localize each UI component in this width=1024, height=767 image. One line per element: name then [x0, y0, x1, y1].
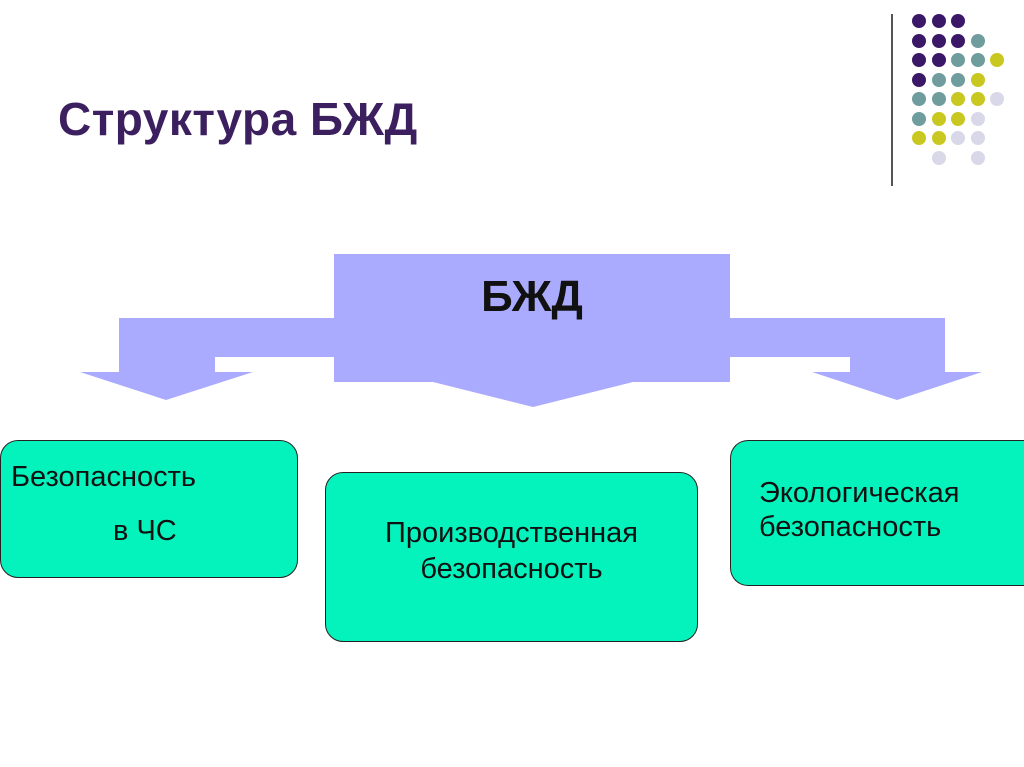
decorative-dot [970, 72, 985, 87]
branch-label-line1: Экологическая [759, 477, 960, 509]
decorative-dot [951, 53, 965, 67]
title-divider-line [891, 14, 893, 186]
decorative-dot [951, 131, 965, 145]
branch-label-line2: в ЧС [113, 515, 177, 547]
slide-title: Структура БЖД [58, 93, 418, 145]
decorative-dot [970, 111, 985, 126]
decorative-dot [931, 150, 946, 165]
decorative-dot [970, 92, 985, 106]
decorative-dot [912, 53, 926, 67]
decorative-dot [951, 92, 965, 106]
branch-label-line2: безопасность [759, 511, 942, 543]
decorative-dot [931, 92, 946, 106]
decorative-dot [970, 131, 985, 145]
decorative-dot [931, 14, 946, 28]
decorative-dot [912, 111, 926, 126]
decorative-dot [970, 53, 985, 67]
decorative-dot [990, 92, 1004, 106]
decorative-dot [951, 33, 965, 48]
decorative-dot [970, 33, 985, 48]
decorative-dot [951, 14, 965, 28]
decorative-dot [931, 33, 946, 48]
branch-label-line2: безопасность [420, 553, 603, 585]
decorative-dot [912, 131, 926, 145]
decorative-dot [951, 111, 965, 126]
decorative-dot [931, 72, 946, 87]
decorative-dot [951, 72, 965, 87]
decorative-dot [912, 33, 926, 48]
branch-box-emergency-safety: Безопасность в ЧС [0, 440, 298, 578]
branch-box-ecological-safety: Экологическая безопасность [730, 440, 1024, 586]
decorative-dot [931, 131, 946, 145]
decorative-dot [912, 72, 926, 87]
branch-label-line1: Производственная [385, 517, 638, 549]
decorative-dot [931, 53, 946, 67]
decorative-dot [931, 111, 946, 126]
decorative-dot [912, 14, 926, 28]
center-node-label: БЖД [481, 272, 583, 321]
arrow-shape [80, 254, 982, 407]
decorative-dot [912, 92, 926, 106]
branch-box-industrial-safety: Производственная безопасность [325, 472, 698, 642]
branch-label-line1: Безопасность [11, 461, 196, 493]
decorative-dot [990, 53, 1004, 67]
decorative-dot [970, 150, 985, 165]
